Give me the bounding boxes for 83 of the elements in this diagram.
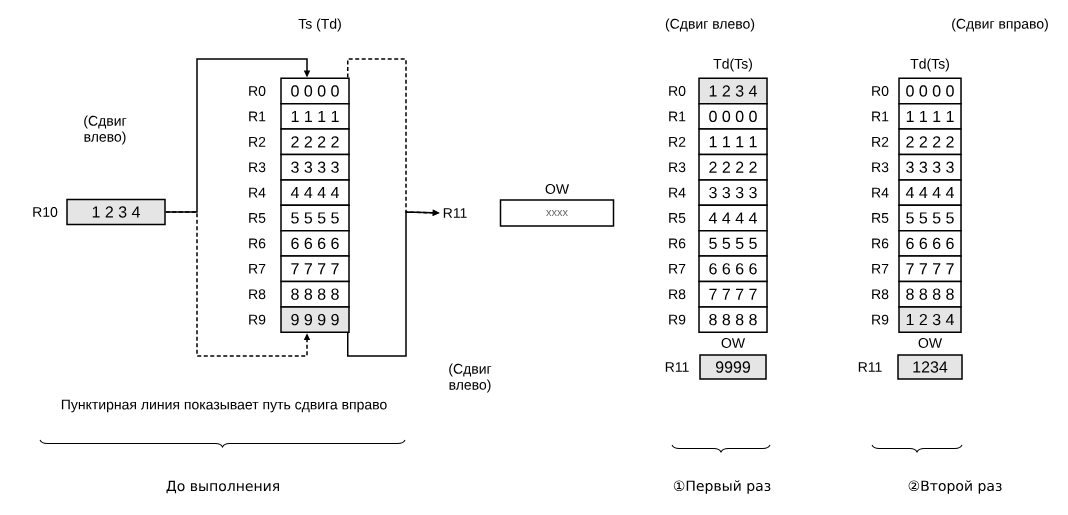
register-cell: 2 2 2 2 <box>898 128 962 156</box>
register-name: R3 <box>669 162 686 173</box>
register-cell: 9 9 9 9 <box>280 306 350 334</box>
register-name: R10 <box>33 207 58 217</box>
register-cell: 1 2 3 4 <box>66 198 166 226</box>
note-text: (Сдвиг влево) <box>84 115 127 145</box>
register-cell: 1 2 3 4 <box>698 77 768 105</box>
register-cell: 1 1 1 1 <box>898 102 962 130</box>
register-name: R2 <box>249 136 266 147</box>
register-cell: 2 2 2 2 <box>280 128 350 156</box>
register-name: R3 <box>872 162 889 173</box>
register-cell: 7 7 7 7 <box>280 255 350 283</box>
register-cell: 5 5 5 5 <box>280 204 350 232</box>
register-cell: 5 5 5 5 <box>898 204 962 232</box>
register-name: R7 <box>249 264 266 274</box>
register-name: R7 <box>669 264 686 274</box>
register-cell: 1 1 1 1 <box>280 102 350 130</box>
register-name: R1 <box>249 111 266 122</box>
register-name: R4 <box>669 187 686 198</box>
register-name: R8 <box>249 289 266 300</box>
register-name: R6 <box>872 238 889 249</box>
register-cell: xxxx <box>499 199 615 227</box>
register-cell: 4 4 4 4 <box>898 179 962 207</box>
arrow <box>165 58 311 213</box>
caption: До выполнения <box>166 480 279 494</box>
register-cell: 6 6 6 6 <box>898 229 962 257</box>
register-heading: OW <box>721 338 745 348</box>
register-cell: 6 6 6 6 <box>280 229 350 257</box>
register-name: R7 <box>872 264 889 274</box>
note-text: Td(Ts) <box>713 58 752 72</box>
register-name: R8 <box>872 289 889 300</box>
register-name: R3 <box>249 162 266 173</box>
register-cell: 4 4 4 4 <box>698 204 768 232</box>
register-cell: 3 3 3 3 <box>280 153 350 181</box>
note-text: Td(Ts) <box>910 58 949 72</box>
register-name: R2 <box>669 136 686 147</box>
register-cell: 0 0 0 0 <box>898 77 962 105</box>
register-cell: 7 7 7 7 <box>698 280 768 308</box>
register-cell: 1234 <box>897 354 963 380</box>
register-cell: 2 2 2 2 <box>698 153 768 181</box>
register-cell: 9999 <box>699 354 767 380</box>
note-text: (Сдвиг влево) <box>665 18 755 32</box>
register-name: R6 <box>669 238 686 249</box>
register-cell: 8 8 8 8 <box>898 280 962 308</box>
register-name: R11 <box>665 362 689 372</box>
note-text: Ts (Td) <box>298 18 341 32</box>
register-name: R11 <box>443 208 467 218</box>
caption: ②Второй раз <box>908 480 1002 494</box>
register-heading: OW <box>918 338 942 348</box>
register-name: R9 <box>872 314 889 325</box>
register-name: R0 <box>249 86 266 96</box>
register-name: R5 <box>249 213 266 223</box>
register-name: R0 <box>669 86 686 96</box>
register-name: R2 <box>872 136 889 147</box>
register-name: R8 <box>669 289 686 300</box>
caption: ①Первый раз <box>673 480 771 494</box>
register-cell: 3 3 3 3 <box>698 179 768 207</box>
note-text: (Сдвиг вправо) <box>952 18 1048 32</box>
register-name: R6 <box>249 238 266 249</box>
register-cell: 1 1 1 1 <box>698 128 768 156</box>
register-name: R9 <box>249 314 266 325</box>
register-name: R5 <box>669 213 686 223</box>
register-cell: 8 8 8 8 <box>280 280 350 308</box>
register-cell: 8 8 8 8 <box>698 306 768 334</box>
register-name: R4 <box>872 187 889 198</box>
register-cell: 0 0 0 0 <box>698 102 768 130</box>
register-cell: 4 4 4 4 <box>280 179 350 207</box>
register-cell: 7 7 7 7 <box>898 255 962 283</box>
register-name: R0 <box>872 86 889 96</box>
register-name: R5 <box>872 213 889 223</box>
register-heading: OW <box>545 184 569 194</box>
register-cell: 3 3 3 3 <box>898 153 962 181</box>
register-cell: 5 5 5 5 <box>698 229 768 257</box>
register-name: R4 <box>249 187 266 198</box>
register-name: R9 <box>669 314 686 325</box>
register-cell: 0 0 0 0 <box>280 77 350 105</box>
note-text: (Сдвиг влево) <box>449 363 492 393</box>
register-name: R11 <box>858 362 882 372</box>
register-cell: 1 2 3 4 <box>898 306 962 334</box>
register-name: R1 <box>669 111 686 122</box>
register-cell: 6 6 6 6 <box>698 255 768 283</box>
note-text: Пунктирная линия показывает путь сдвига вправо <box>61 399 387 413</box>
register-name: R1 <box>872 111 889 122</box>
